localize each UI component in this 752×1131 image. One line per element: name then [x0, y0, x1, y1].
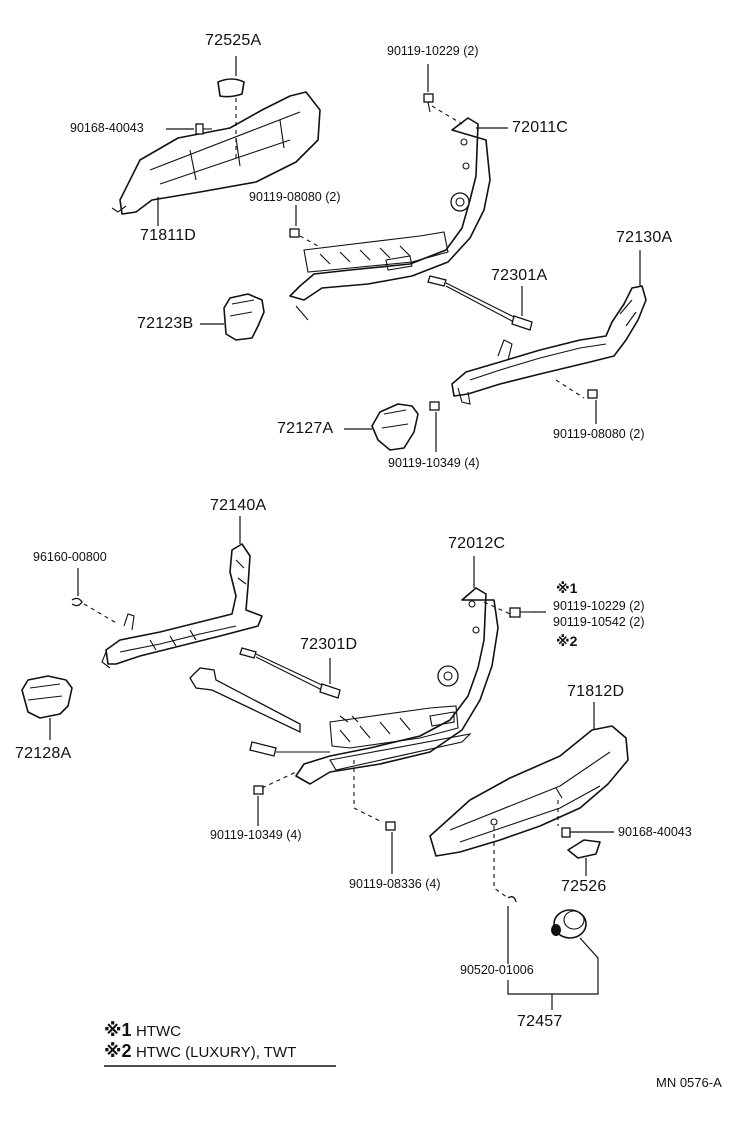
part-72011C-drawing [289, 105, 508, 321]
legend-item-2-mark: ※2 [104, 1041, 132, 1061]
label-71811D: 71811D [140, 227, 197, 244]
label-72526: 72526 [561, 878, 607, 895]
legend-item-1-text: HTWC [135, 1023, 181, 1040]
label-90168-40043-top: 90168-40043 [70, 121, 144, 135]
part-72130A-drawing [451, 250, 647, 405]
label-note2-mark: ※2 [556, 633, 578, 649]
label-72140A: 72140A [210, 497, 267, 514]
label-72525A: 72525A [205, 32, 262, 49]
part-72526-drawing [567, 839, 601, 876]
part-72301A-drawing [427, 275, 533, 331]
part-72140A-drawing [101, 516, 263, 669]
part-72012C-drawing [295, 556, 511, 823]
screw-90168-40043-bottom [561, 827, 614, 838]
label-72130A: 72130A [616, 229, 673, 246]
screw-90119-10349-top [429, 401, 440, 452]
legend-item-2: ※2 HTWC (LUXURY), TWT [104, 1042, 296, 1061]
part-71812D-drawing [429, 702, 629, 899]
label-90119-08336: 90119-08336 (4) [349, 877, 441, 891]
part-72525A-drawing [217, 56, 245, 98]
label-90520-01006: 90520-01006 [460, 963, 534, 977]
label-72123B: 72123B [137, 315, 194, 332]
label-90119-10229-top: 90119-10229 (2) [387, 44, 479, 58]
label-note1-mark: ※1 [556, 580, 578, 596]
label-72012C: 72012C [448, 535, 506, 552]
label-90119-10349-bottom: 90119-10349 (4) [210, 828, 302, 842]
label-90119-08080-right: 90119-08080 (2) [553, 427, 645, 441]
label-90119-10542: 90119-10542 (2) [553, 615, 645, 629]
screw-90119-10349-bottom [253, 771, 297, 826]
label-72301D: 72301D [300, 636, 358, 653]
part-72123B-drawing [200, 293, 265, 341]
screw-90119-08080-left [289, 205, 319, 247]
clip-96160-00800-drawing [71, 568, 119, 625]
legend-item-1-mark: ※1 [104, 1020, 132, 1040]
label-90119-10349-top: 90119-10349 (4) [388, 456, 480, 470]
label-90168-40043-bottom: 90168-40043 [618, 825, 692, 839]
label-72127A: 72127A [277, 420, 334, 437]
part-72127A-drawing [344, 403, 419, 451]
screw-90119-10229-bottom [509, 607, 546, 618]
part-71811D-drawing [111, 91, 321, 226]
legend-item-1: ※1 HTWC [104, 1021, 181, 1040]
screw-90119-10229-top [423, 64, 434, 113]
label-71812D: 71812D [567, 683, 625, 700]
part-72301D-drawing [189, 647, 341, 757]
label-72128A: 72128A [15, 745, 72, 762]
label-96160-00800: 96160-00800 [33, 550, 107, 564]
screw-90119-08336-drawing [385, 821, 396, 874]
label-72301A: 72301A [491, 267, 548, 284]
label-90119-10229-bottom: 90119-10229 (2) [553, 599, 645, 613]
screw-90119-08080-right [587, 389, 598, 424]
label-90119-08080-left: 90119-08080 (2) [249, 190, 341, 204]
legend-item-2-text: HTWC (LUXURY), TWT [135, 1044, 297, 1061]
label-72457: 72457 [517, 1013, 563, 1030]
label-72011C: 72011C [512, 119, 569, 136]
diagram-code: MN 0576-A [656, 1075, 722, 1090]
part-72457-drawing [507, 896, 599, 1010]
part-72128A-drawing [21, 675, 73, 740]
screw-90168-40043-top [166, 123, 212, 135]
